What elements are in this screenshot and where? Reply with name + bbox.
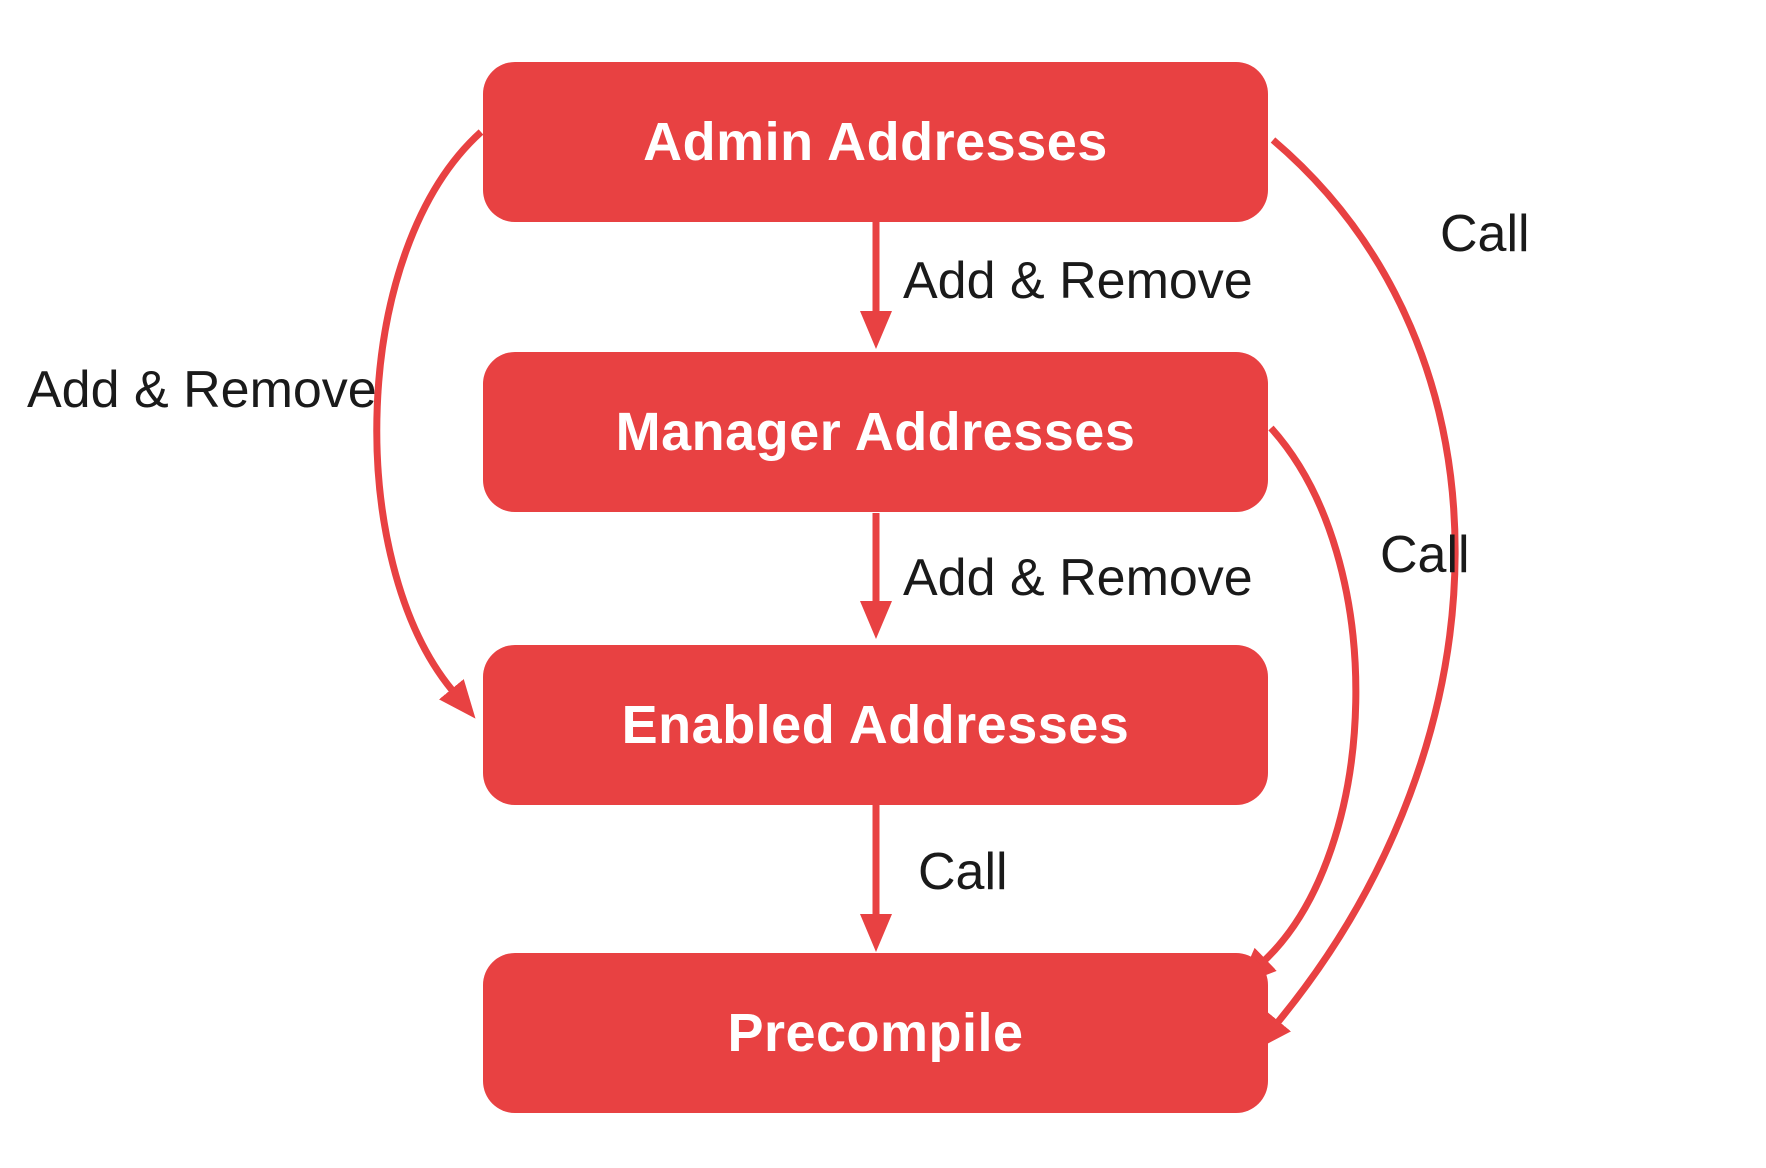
edge-label-admin-to-precompile: Call (1440, 205, 1530, 263)
edge-label-admin-to-manager: Add & Remove (903, 252, 1253, 310)
node-enabled-addresses: Enabled Addresses (483, 645, 1268, 805)
node-admin-addresses: Admin Addresses (483, 62, 1268, 222)
edge-admin-to-enabled-arrow (373, 129, 484, 719)
node-manager-addresses: Manager Addresses (483, 352, 1268, 512)
edge-label-manager-to-enabled: Add & Remove (903, 549, 1253, 607)
edge-label-admin-to-enabled: Add & Remove (27, 361, 377, 419)
node-label: Precompile (727, 1003, 1024, 1063)
edge-label-manager-to-precompile: Call (1380, 526, 1470, 584)
node-label: Enabled Addresses (621, 695, 1130, 755)
node-label: Admin Addresses (643, 112, 1108, 172)
edge-manager-to-precompile-arrow (1238, 425, 1360, 986)
edge-admin-to-precompile-arrow (1254, 137, 1459, 1051)
node-label: Manager Addresses (615, 402, 1136, 462)
edge-label-enabled-to-precompile: Call (918, 843, 1008, 901)
node-precompile: Precompile (483, 953, 1268, 1113)
